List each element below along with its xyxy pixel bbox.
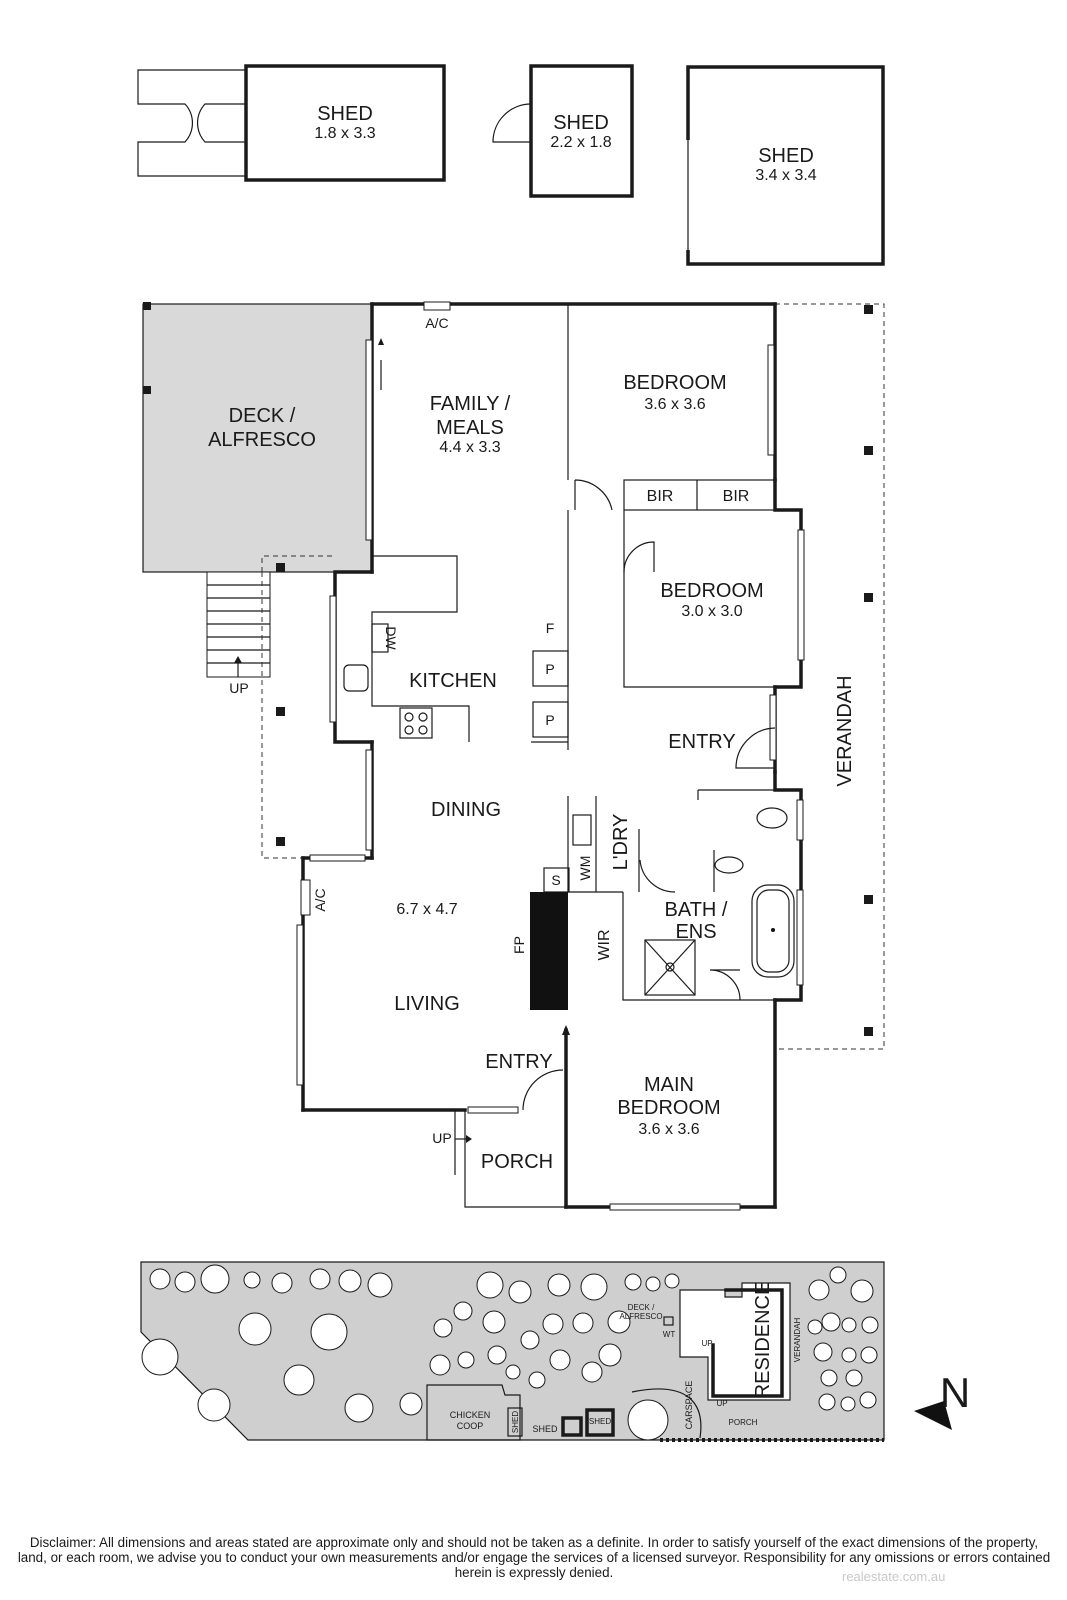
fp-label: FP bbox=[511, 936, 527, 954]
site-carspace-label: CARSPACE bbox=[684, 1381, 694, 1430]
stair-up-label: UP bbox=[229, 680, 248, 696]
shed-2-dims: 2.2 x 1.8 bbox=[550, 134, 611, 151]
pantry-1-label: P bbox=[545, 661, 554, 677]
pantry-2-label: P bbox=[545, 712, 554, 728]
site-chicken-label-1: CHICKEN bbox=[450, 1410, 491, 1420]
site-trees bbox=[141, 1264, 879, 1441]
verandah: VERANDAH bbox=[775, 303, 885, 1050]
watermark: realestate.com.au bbox=[842, 1569, 946, 1584]
shed-2-label: SHED bbox=[553, 112, 609, 134]
disclaimer-text: Disclaimer: All dimensions and areas sta… bbox=[17, 1535, 1051, 1580]
shed-1-label: SHED bbox=[317, 103, 373, 125]
site-deck-label-2: ALFRESCO bbox=[619, 1312, 662, 1321]
bedroom-1-dims: 3.6 x 3.6 bbox=[644, 396, 705, 413]
family-label-line2: MEALS bbox=[436, 417, 504, 439]
site-shed-small-label: SHED bbox=[532, 1424, 558, 1434]
site-plan: CARSPACE CHICKEN COOP SHED SHED SHED RES… bbox=[140, 1261, 885, 1442]
wm-label: WM bbox=[577, 856, 593, 881]
site-up-label-2: UP bbox=[716, 1399, 727, 1408]
ac-top-label: A/C bbox=[425, 315, 448, 331]
bath-label-line1: BATH / bbox=[665, 899, 728, 921]
family-label-line1: FAMILY / bbox=[430, 393, 511, 415]
bathroom-fixtures bbox=[644, 807, 795, 996]
entry-front-label: ENTRY bbox=[485, 1051, 552, 1073]
main-bedroom-dims: 3.6 x 3.6 bbox=[638, 1121, 699, 1138]
main-bedroom-label-line2: BEDROOM bbox=[617, 1097, 720, 1119]
bir-right: BIR bbox=[723, 488, 750, 505]
north-arrow: N bbox=[914, 1369, 970, 1430]
living-label: LIVING bbox=[394, 993, 460, 1015]
kitchen-label: KITCHEN bbox=[409, 670, 497, 692]
sink-label: S bbox=[551, 872, 560, 888]
site-shed-large-label: SHED bbox=[589, 1417, 611, 1426]
north-label: N bbox=[940, 1369, 970, 1416]
shed-2: SHED 2.2 x 1.8 bbox=[492, 64, 634, 198]
entry-right-label: ENTRY bbox=[668, 731, 735, 753]
site-shed-coop-label: SHED bbox=[511, 1411, 520, 1433]
site-residence-label: RESIDENCE bbox=[752, 1282, 774, 1399]
main-bedroom-label-line1: MAIN bbox=[644, 1074, 694, 1096]
dw-label: DW bbox=[383, 626, 399, 650]
verandah-label: VERANDAH bbox=[834, 675, 856, 786]
family-dims: 4.4 x 3.3 bbox=[439, 439, 500, 456]
ac-left-label: A/C bbox=[312, 888, 328, 911]
bir-left: BIR bbox=[647, 488, 674, 505]
site-chicken-label-2: COOP bbox=[457, 1421, 484, 1431]
site-wt-label: WT bbox=[663, 1330, 676, 1339]
bedroom-2-label: BEDROOM bbox=[660, 580, 763, 602]
ldry-label: L'DRY bbox=[610, 814, 632, 871]
bedroom-1-label: BEDROOM bbox=[623, 372, 726, 394]
shed-3-dims: 3.4 x 3.4 bbox=[755, 167, 816, 184]
porch-up-label: UP bbox=[432, 1130, 451, 1146]
site-deck-label-1: DECK / bbox=[628, 1303, 655, 1312]
doors bbox=[378, 338, 776, 1111]
dining-label: DINING bbox=[431, 799, 501, 821]
windows bbox=[296, 301, 805, 1211]
room-labels: A/C FAMILY / MEALS 4.4 x 3.3 BEDROOM 3.6… bbox=[312, 315, 764, 1173]
site-up-label-1: UP bbox=[701, 1339, 712, 1348]
site-porch-label: PORCH bbox=[729, 1418, 758, 1427]
fridge-label: F bbox=[546, 620, 555, 636]
porch-label: PORCH bbox=[481, 1151, 553, 1173]
shed-3: SHED 3.4 x 3.4 bbox=[686, 65, 885, 266]
shed-1-dims: 1.8 x 3.3 bbox=[314, 125, 375, 142]
bedroom-2-dims: 3.0 x 3.0 bbox=[681, 603, 742, 620]
living-dims: 6.7 x 4.7 bbox=[396, 901, 457, 918]
shed-3-label: SHED bbox=[758, 145, 814, 167]
kitchen-fixtures bbox=[343, 623, 592, 846]
side-deck-dashed bbox=[261, 555, 335, 859]
wir-label: WIR bbox=[596, 929, 613, 960]
bath-label-line2: ENS bbox=[675, 921, 716, 943]
deck-alfresco: UP DECK / ALFRESCO bbox=[142, 302, 373, 696]
deck-label-line2: ALFRESCO bbox=[208, 429, 316, 451]
shed-1: SHED 1.8 x 3.3 bbox=[137, 64, 446, 182]
site-verandah-label: VERANDAH bbox=[793, 1318, 802, 1363]
deck-label-line1: DECK / bbox=[229, 405, 296, 427]
